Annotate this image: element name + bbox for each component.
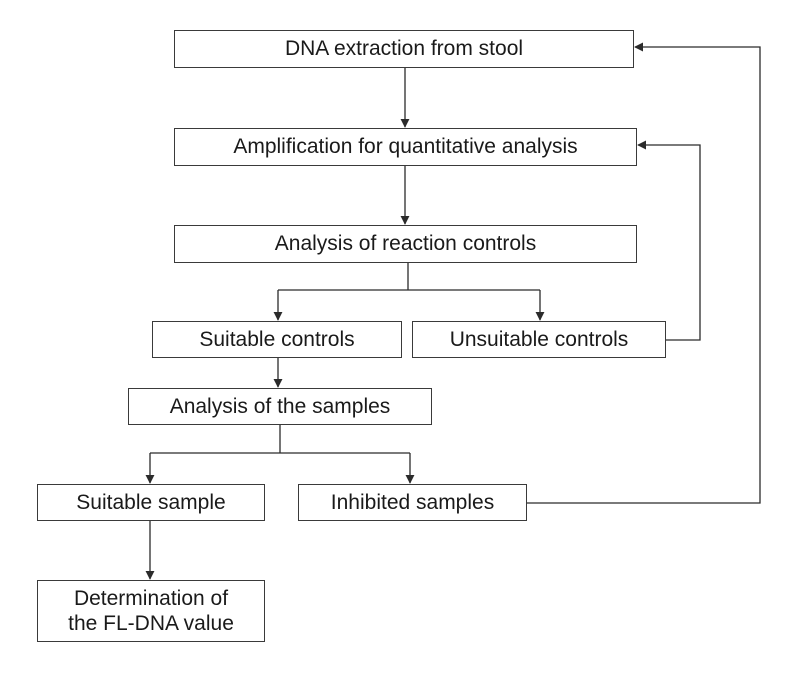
step-suitable-controls-label: Suitable controls bbox=[199, 327, 355, 351]
step-samples-analysis-label: Analysis of the samples bbox=[169, 394, 391, 418]
step-reaction-controls-label: Analysis of reaction controls bbox=[274, 232, 537, 256]
step-suitable-sample: Suitable sample bbox=[37, 484, 265, 521]
step-unsuitable-controls: Unsuitable controls bbox=[412, 321, 666, 358]
step-dna-extraction-label: DNA extraction from stool bbox=[284, 37, 524, 61]
step-determination-line1: Determination of bbox=[73, 586, 229, 610]
step-suitable-sample-label: Suitable sample bbox=[76, 490, 226, 514]
step-dna-extraction: DNA extraction from stool bbox=[174, 30, 634, 68]
step-samples-analysis: Analysis of the samples bbox=[128, 388, 432, 425]
step-reaction-controls: Analysis of reaction controls bbox=[174, 225, 637, 263]
arrow-inhibited-back-to-extraction bbox=[527, 42, 761, 504]
step-inhibited-samples-label: Inhibited samples bbox=[330, 490, 495, 514]
step-amplification: Amplification for quantitative analysis bbox=[174, 128, 637, 166]
arrow-unsuitable-back-to-amplification bbox=[637, 140, 701, 341]
step-amplification-label: Amplification for quantitative analysis bbox=[233, 135, 578, 159]
step-suitable-controls: Suitable controls bbox=[152, 321, 402, 358]
connector-samples-split bbox=[150, 425, 410, 454]
connector-reaction-split bbox=[278, 263, 540, 291]
step-determination: Determination of the FL-DNA value bbox=[37, 580, 265, 642]
step-determination-line2: the FL-DNA value bbox=[68, 612, 234, 635]
step-unsuitable-controls-label: Unsuitable controls bbox=[449, 327, 629, 351]
step-inhibited-samples: Inhibited samples bbox=[298, 484, 527, 521]
